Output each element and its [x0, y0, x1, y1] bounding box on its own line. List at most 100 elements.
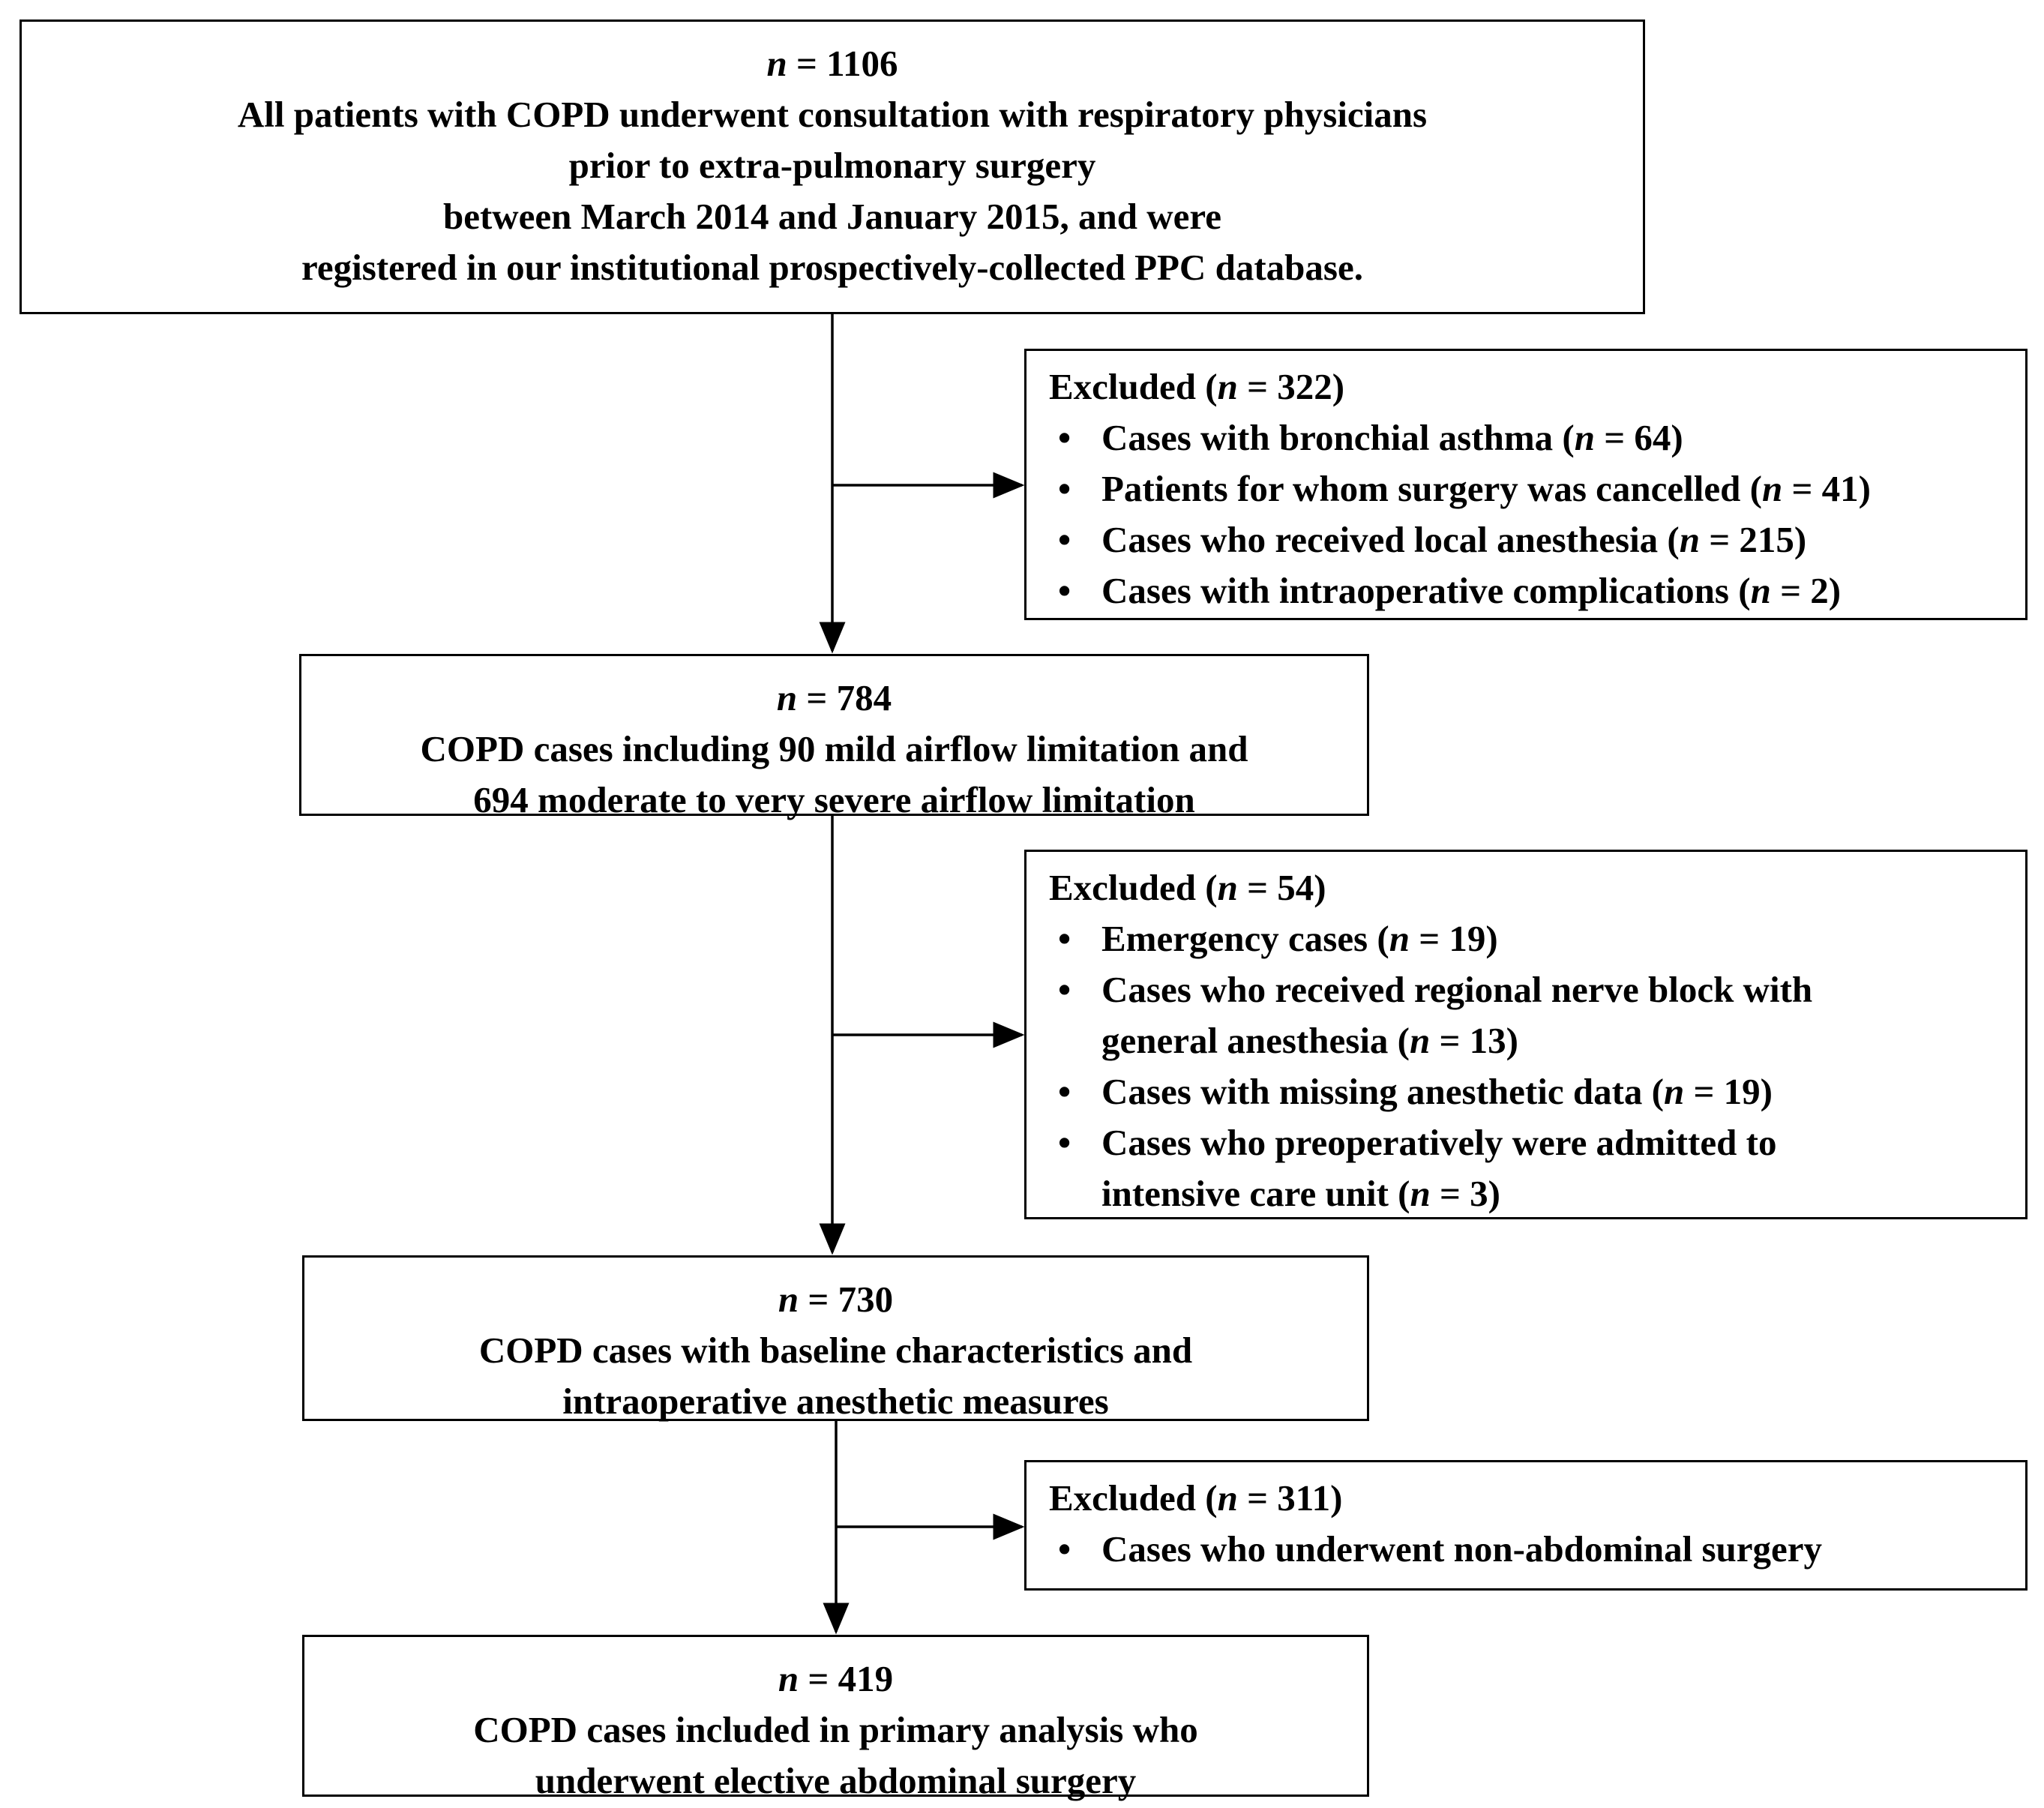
text-fragment: n — [1217, 867, 1238, 908]
list-item: • Patients for whom surgery was cancelled… — [1049, 463, 2025, 514]
text-fragment: = 215) — [1700, 519, 1807, 560]
text-fragment: = 322) — [1237, 366, 1345, 407]
text-line: Cases with missing anesthetic data (n = … — [1101, 1066, 2025, 1117]
excluded-heading: Excluded (n = 54) — [1049, 862, 2025, 913]
box-copd-730: n = 730 COPD cases with baseline charact… — [302, 1255, 1369, 1422]
box-count: n = 1106 — [22, 38, 1643, 89]
excluded-heading: Excluded (n = 322) — [1049, 361, 2025, 412]
list-item: • Cases who received local anesthesia (n … — [1049, 514, 2025, 565]
bullet-icon: • — [1058, 969, 1071, 1010]
text-fragment: n — [1410, 1173, 1431, 1214]
count-value: = 1106 — [787, 43, 898, 84]
excluded-list: •Emergency cases (n = 19) •Cases who rec… — [1049, 913, 2025, 1219]
text-fragment: Cases with bronchial asthma ( — [1101, 417, 1575, 458]
text-fragment: intensive care unit ( — [1101, 1173, 1410, 1214]
text-fragment: = 2) — [1770, 570, 1842, 611]
text-fragment: general anesthesia ( — [1101, 1020, 1410, 1061]
excluded-box-2: Excluded (n = 54) •Emergency cases (n = … — [1024, 850, 2028, 1219]
list-item: • Cases who received regional nerve block… — [1049, 964, 2025, 1066]
text-fragment: n — [1679, 519, 1701, 560]
box-line: underwent elective abdominal surgery — [535, 1760, 1137, 1801]
text-fragment: = 730 — [799, 1279, 894, 1320]
text-line: Cases who received local anesthesia (n =… — [1101, 514, 2025, 565]
box-count: n = 784 — [301, 673, 1367, 724]
text-line: general anesthesia (n = 13) — [1101, 1015, 2025, 1066]
list-item: • Cases with intraoperative complications… — [1049, 565, 2025, 616]
text-fragment: n — [1574, 417, 1595, 458]
text-fragment: = 41) — [1782, 468, 1871, 509]
text-fragment: n — [778, 1658, 799, 1699]
box-copd-784: n = 784 COPD cases including 90 mild air… — [299, 654, 1369, 820]
text-fragment: n — [1761, 468, 1783, 509]
excluded-heading: Excluded (n = 311) — [1049, 1473, 2025, 1524]
n-symbol: n — [766, 43, 787, 84]
text-fragment: n — [1750, 570, 1771, 611]
text-fragment: = 3) — [1430, 1173, 1500, 1214]
list-item: • Cases with bronchial asthma (n = 64) — [1049, 412, 2025, 463]
bullet-icon: • — [1058, 570, 1071, 611]
text-fragment: = 19) — [1409, 918, 1498, 959]
box-line: registered in our institutional prospect… — [301, 247, 1363, 288]
box-count: n = 419 — [304, 1654, 1367, 1705]
text-fragment: n — [1410, 1020, 1431, 1061]
text-line: Cases with bronchial asthma (n = 64) — [1101, 412, 2025, 463]
excluded-box-1: Excluded (n = 322) •Cases with bronchial… — [1024, 349, 2028, 620]
text-fragment: Cases who received local anesthesia ( — [1101, 519, 1680, 560]
bullet-icon: • — [1058, 1071, 1071, 1112]
box-count: n = 730 — [304, 1274, 1367, 1325]
text-fragment: n — [778, 1279, 799, 1320]
excluded-list: • Cases who underwent non-abdominal surge… — [1049, 1524, 2025, 1575]
text-fragment: n — [776, 677, 798, 718]
bullet-icon: • — [1058, 1528, 1071, 1570]
text-fragment: Excluded ( — [1049, 366, 1218, 407]
bullet-icon: • — [1058, 519, 1071, 560]
list-item: • Cases who underwent non-abdominal surge… — [1049, 1524, 2025, 1575]
box-line: All patients with COPD underwent consult… — [237, 94, 1428, 135]
box-line: COPD cases including 90 mild airflow lim… — [420, 728, 1248, 769]
text-fragment: Cases with missing anesthetic data ( — [1101, 1071, 1664, 1112]
box-line: COPD cases included in primary analysis … — [473, 1709, 1198, 1750]
box-all-patients: n = 1106 All patients with COPD underwen… — [19, 19, 1645, 314]
box-line: between March 2014 and January 2015, and… — [442, 196, 1222, 237]
box-line: prior to extra-pulmonary surgery — [568, 145, 1096, 186]
list-item: • Cases who preoperatively were admitted … — [1049, 1117, 2025, 1219]
box-line: intraoperative anesthetic measures — [562, 1381, 1109, 1422]
text-fragment: n — [1217, 366, 1238, 407]
list-item: • Emergency cases (n = 19) — [1049, 913, 2025, 964]
box-line: 694 moderate to very severe airflow limi… — [473, 779, 1195, 820]
text-fragment: Cases who preoperatively were admitted t… — [1101, 1122, 1777, 1163]
text-line: intensive care unit (n = 3) — [1101, 1168, 2025, 1219]
text-fragment: = 784 — [797, 677, 892, 718]
bullet-icon: • — [1058, 1122, 1071, 1163]
text-fragment: Cases who underwent non-abdominal surger… — [1101, 1528, 1823, 1570]
text-fragment: Patients for whom surgery was cancelled … — [1101, 468, 1762, 509]
excluded-box-3: Excluded (n = 311) • Cases who underwent … — [1024, 1460, 2028, 1591]
list-item: • Cases with missing anesthetic data (n =… — [1049, 1066, 2025, 1117]
text-fragment: = 64) — [1594, 417, 1683, 458]
excluded-list: •Cases with bronchial asthma (n = 64) •P… — [1049, 412, 2025, 616]
text-fragment: Cases who received regional nerve block … — [1101, 969, 1813, 1010]
bullet-icon: • — [1058, 417, 1071, 458]
text-line: Cases with intraoperative complications … — [1101, 565, 2025, 616]
bullet-icon: • — [1058, 468, 1071, 509]
bullet-icon: • — [1058, 918, 1071, 959]
text-line: Emergency cases (n = 19) — [1101, 913, 2025, 964]
text-fragment: Cases with intraoperative complications … — [1101, 570, 1751, 611]
text-fragment: n — [1217, 1477, 1238, 1519]
text-fragment: = 419 — [799, 1658, 894, 1699]
box-line: COPD cases with baseline characteristics… — [478, 1330, 1193, 1371]
text-line: Cases who underwent non-abdominal surger… — [1101, 1524, 2025, 1575]
text-fragment: = 54) — [1237, 867, 1326, 908]
text-fragment: n — [1663, 1071, 1685, 1112]
text-fragment: = 13) — [1430, 1020, 1519, 1061]
text-fragment: Excluded ( — [1049, 867, 1218, 908]
text-fragment: n — [1389, 918, 1410, 959]
text-fragment: Emergency cases ( — [1101, 918, 1389, 959]
box-copd-419: n = 419 COPD cases included in primary a… — [302, 1635, 1369, 1801]
text-fragment: = 19) — [1684, 1071, 1773, 1112]
text-line: Patients for whom surgery was cancelled … — [1101, 463, 2025, 514]
text-fragment: Excluded ( — [1049, 1477, 1218, 1519]
text-fragment: = 311) — [1237, 1477, 1343, 1519]
